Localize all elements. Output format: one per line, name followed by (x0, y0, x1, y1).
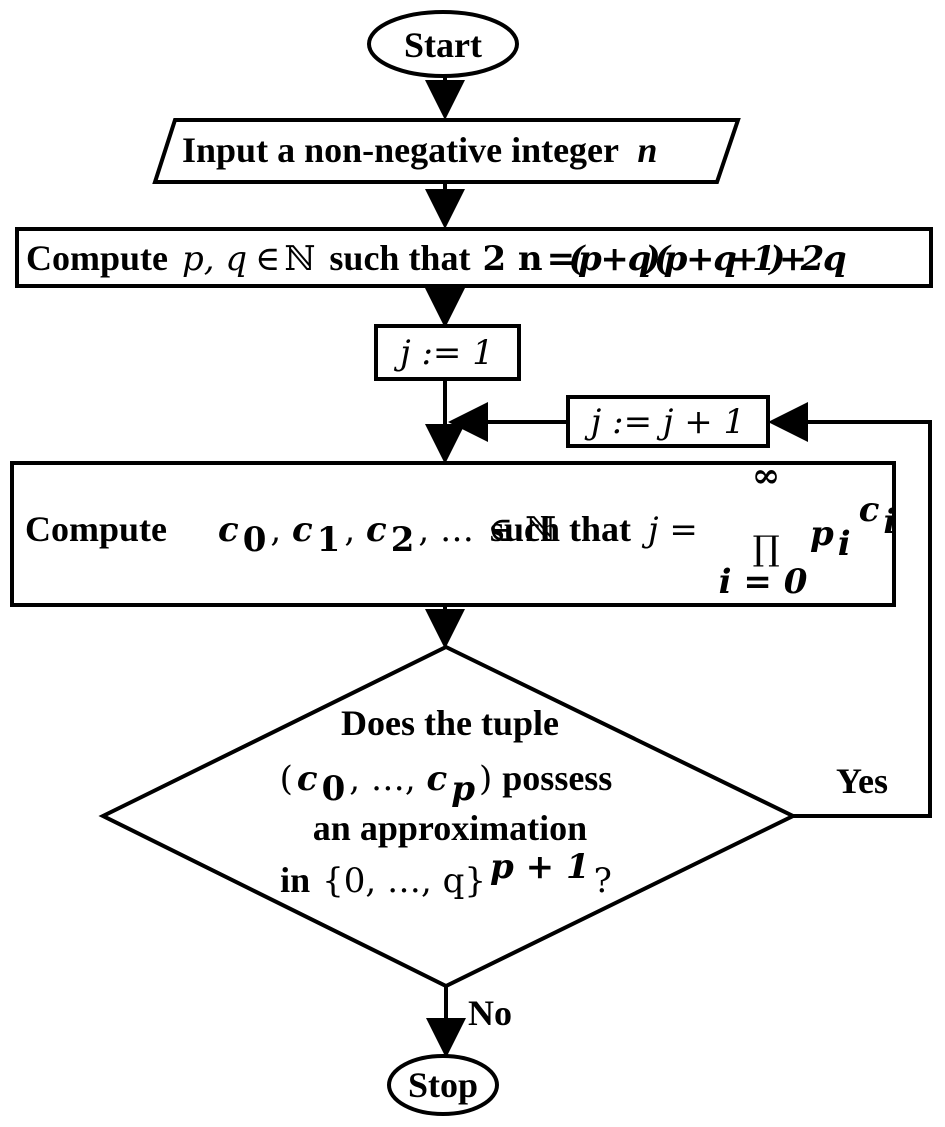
compute-c-c1: c (292, 510, 313, 550)
decision-paren-open: ( (280, 759, 293, 799)
compute-c-ellipsis: , … (418, 510, 474, 550)
decision-diamond: Does the tuple ( c 0 , …, c p ) possess … (98, 644, 798, 989)
decision-in: in (280, 860, 310, 900)
stop-terminal: Stop (387, 1054, 499, 1116)
compute-c-prod-symbol: ∏ (752, 529, 779, 569)
compute-pq-naturals: ℕ (284, 239, 315, 279)
compute-pq-equation-rhs: =(p + q)(p + q+1)+2 q (547, 239, 847, 279)
decision-possess: possess (502, 758, 612, 798)
compute-c-c0: c (218, 510, 239, 550)
compute-pq-box: Compute p, q ∈ ℕ such that 2 n =(p + q)(… (15, 227, 933, 288)
input-variable: n (637, 130, 657, 170)
decision-cp-sub: p (451, 769, 475, 809)
compute-c-p: p (810, 514, 834, 554)
compute-pq-prefix: Compute (26, 238, 168, 278)
decision-line2: ( c 0 , …, c p ) possess (280, 758, 613, 809)
compute-c-prefix: Compute (25, 509, 167, 549)
input-box: Input a non-negative integer n (152, 118, 741, 184)
init-j-box: j := 1 (374, 324, 521, 381)
decision-c0-sub: 0 (322, 769, 346, 809)
compute-pq-such-that: such that (329, 238, 470, 278)
decision-line4: in {0, …, q} p + 1 ? (280, 847, 612, 901)
decision-line1: Does the tuple (341, 703, 559, 743)
increment-j-text: j := j + 1 (584, 402, 745, 442)
no-label: No (468, 993, 512, 1033)
compute-c-c1-sub: 1 (317, 520, 341, 560)
decision-question-mark: ? (594, 861, 612, 901)
init-j-text: j := 1 (393, 333, 494, 373)
compute-c-prod-upper: ∞ (752, 456, 780, 496)
decision-cp: c (427, 759, 448, 799)
compute-c-box: Compute c 0 , c 1 , c 2 , … ∈ ℕ such tha… (10, 456, 896, 607)
compute-pq-in: ∈ (255, 239, 280, 279)
compute-c-sequence: c 0 , c 1 , c 2 , … ∈ ℕ (218, 510, 556, 560)
compute-c-exp-c-sub: i (883, 502, 896, 542)
input-label: Input a non-negative integer (182, 130, 619, 170)
compute-c-exp-c: c (859, 490, 880, 530)
decision-line3: an approximation (313, 808, 587, 848)
compute-pq-text: Compute p, q ∈ ℕ such that 2 n =(p + q)(… (26, 238, 847, 279)
compute-c-such-that: such that (490, 509, 631, 549)
compute-c-c2-sub: 2 (391, 520, 415, 560)
yes-label: Yes (836, 761, 888, 801)
compute-c-c0-sub: 0 (243, 520, 267, 560)
compute-pq-vars: p, q (182, 239, 247, 279)
decision-set: {0, …, q} (322, 861, 486, 901)
decision-paren-close: ) (479, 759, 492, 799)
start-label: Start (404, 25, 482, 65)
compute-c-p-sub: i (838, 524, 851, 564)
compute-c-naturals: ℕ (525, 510, 556, 550)
compute-pq-equation-lhs: 2 n (482, 239, 542, 279)
compute-c-c2: c (366, 510, 387, 550)
compute-c-in: ∈ (488, 510, 513, 550)
decision-exponent: p + 1 (490, 847, 590, 887)
decision-middle: , …, (349, 759, 426, 799)
start-terminal: Start (367, 10, 519, 78)
decision-c0: c (297, 759, 318, 799)
compute-c-j-eq: j = (641, 510, 698, 550)
increment-j-box: j := j + 1 (566, 395, 770, 448)
stop-label: Stop (408, 1065, 478, 1105)
yes-loop-path (768, 402, 932, 818)
compute-c-prod-lower: i = 0 (719, 562, 808, 602)
compute-c-power: p i c i (810, 490, 896, 564)
input-text: Input a non-negative integer n (182, 130, 657, 170)
